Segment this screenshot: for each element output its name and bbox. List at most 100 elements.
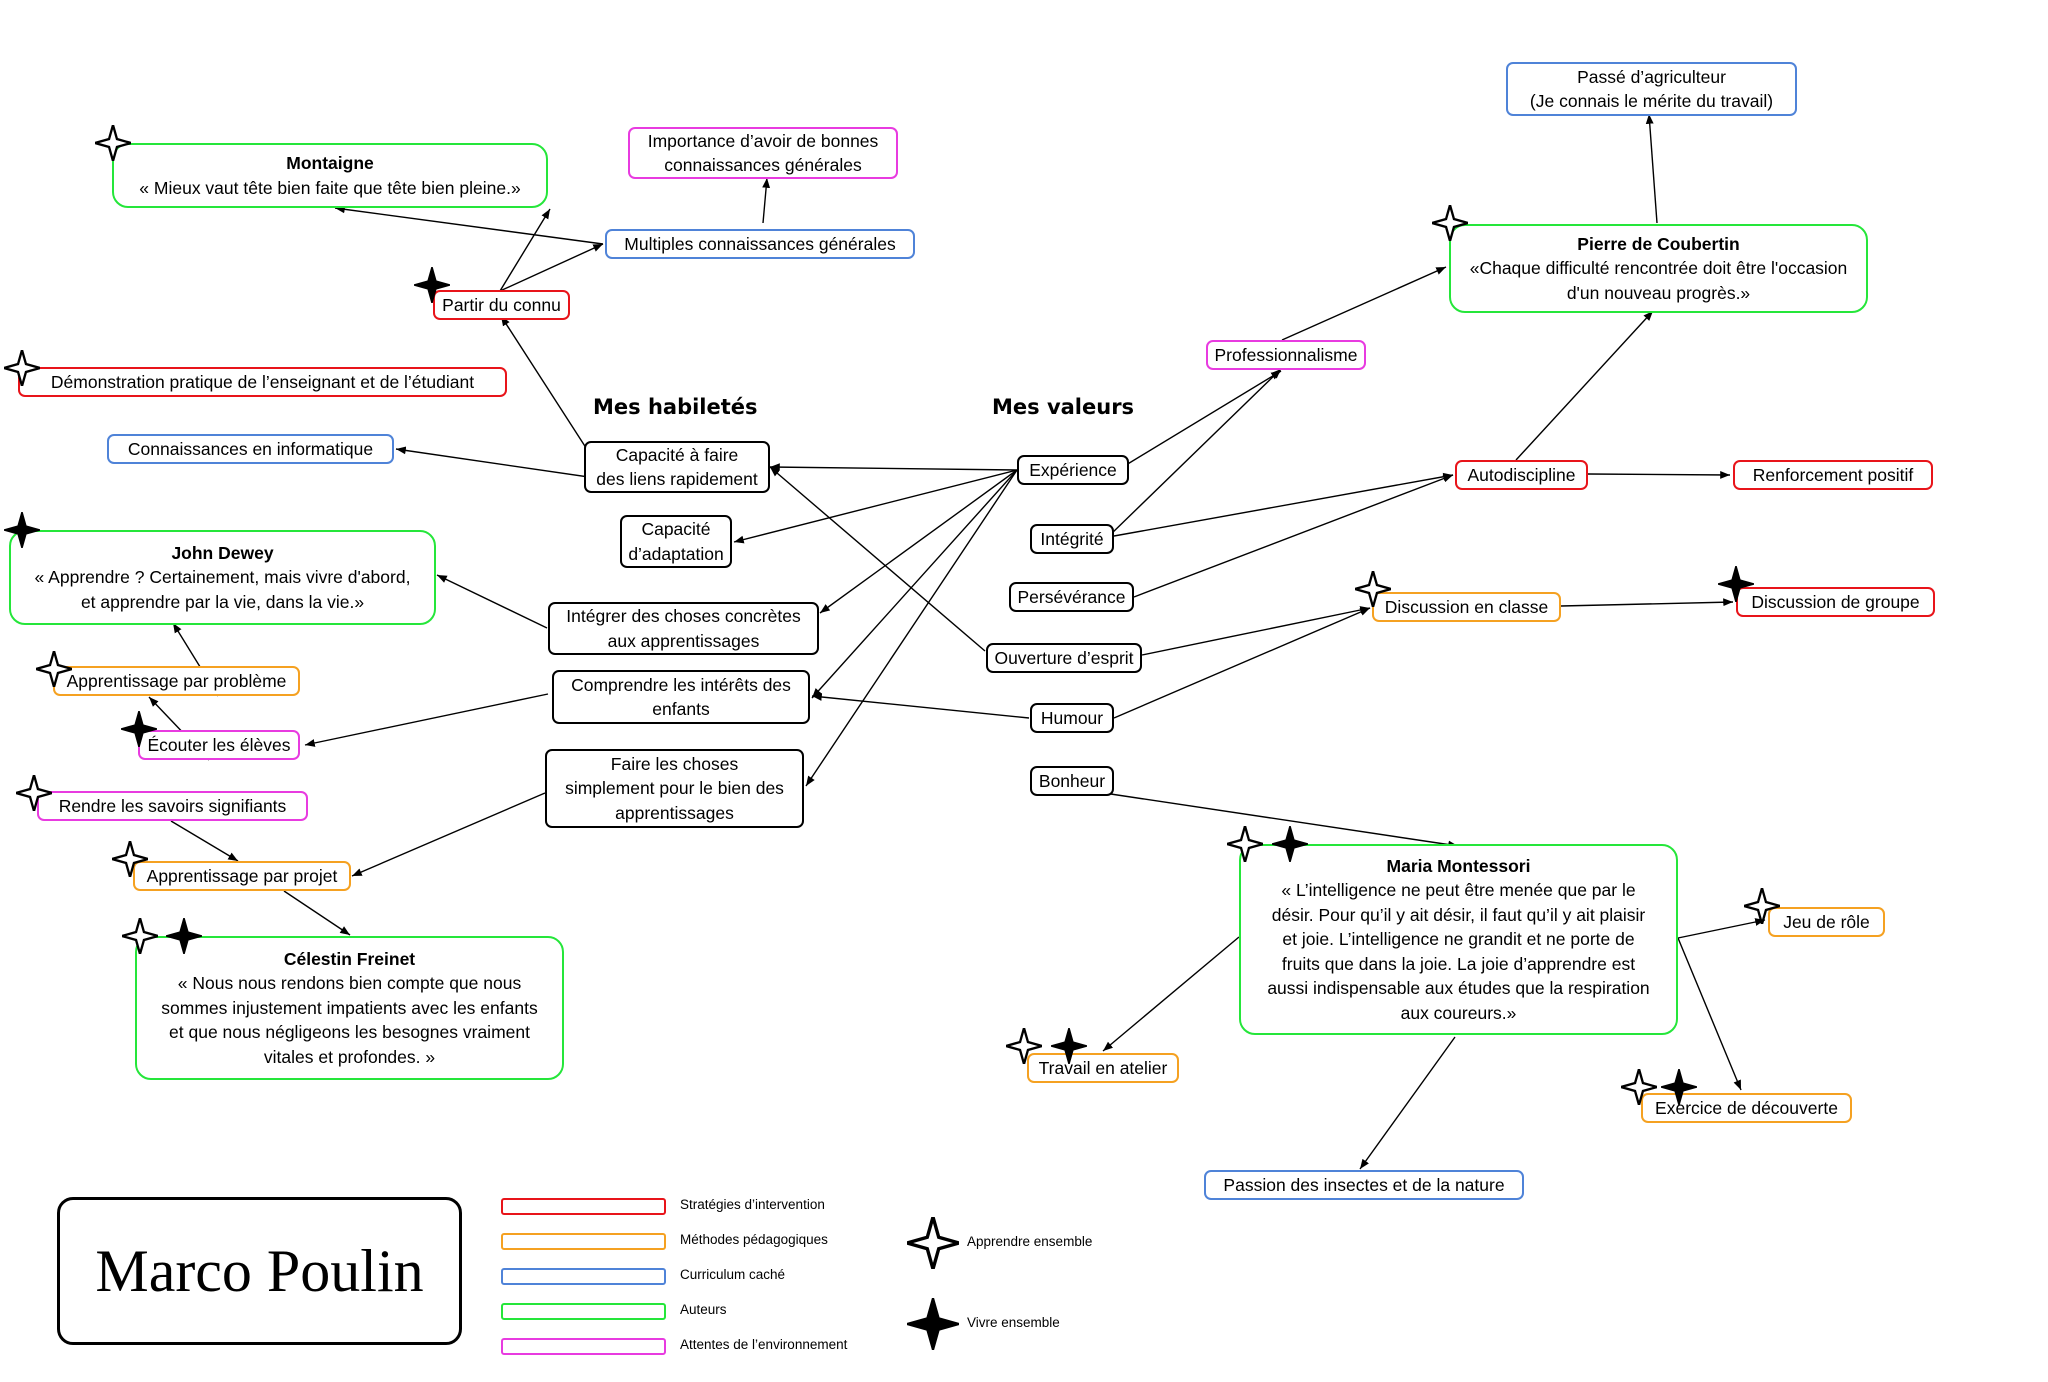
vivre-ensemble-star-icon xyxy=(166,918,202,954)
node-text-line: aussi indispensable aux études que la re… xyxy=(1267,978,1650,999)
node-text-line: Persévérance xyxy=(1017,586,1126,607)
node-text-line: « L’intelligence ne peut être menée que … xyxy=(1281,880,1636,901)
connector-arrow xyxy=(1125,370,1282,466)
legend-label: Auteurs xyxy=(680,1302,727,1317)
node-projet: Apprentissage par projet xyxy=(133,861,351,891)
node-montessori: Maria Montessori « L’intelligence ne peut… xyxy=(1239,844,1678,1035)
node-text-line: Capacité xyxy=(641,519,711,539)
apprendre-ensemble-star-icon xyxy=(1006,1028,1042,1064)
legend-swatch xyxy=(501,1303,666,1320)
node-text-line: Multiples connaissances générales xyxy=(624,233,896,254)
node-humour: Humour xyxy=(1030,703,1114,733)
node-dewey: John Dewey « Apprendre ? Certainement, ma… xyxy=(9,530,436,625)
legend-label: Curriculum caché xyxy=(680,1267,786,1282)
node-text-line: d’adaptation xyxy=(628,543,724,564)
apprendre-ensemble-star-icon xyxy=(95,125,131,161)
node-text-line: « Mieux vaut tête bien faite que tête bi… xyxy=(139,177,521,198)
connector-arrow xyxy=(1560,598,1734,607)
node-text-line: Autodiscipline xyxy=(1467,464,1576,485)
legend-white-star-icon xyxy=(907,1217,959,1269)
connector-arrow xyxy=(805,469,1018,787)
apprendre-ensemble-star-icon xyxy=(122,918,158,954)
node-text-line: Faire les choses xyxy=(610,753,739,774)
node-passe: Passé d’agriculteur (Je connais le mérite… xyxy=(1506,62,1797,116)
vivre-ensemble-star-icon xyxy=(1272,826,1308,862)
node-text-line: Professionnalisme xyxy=(1214,344,1358,365)
legend-symbol-label: Vivre ensemble xyxy=(967,1315,1060,1330)
apprendre-ensemble-star-icon xyxy=(1432,205,1468,241)
node-multiples: Multiples connaissances générales xyxy=(605,229,915,259)
connector-arrow xyxy=(283,890,351,936)
node-text-line: Discussion en classe xyxy=(1384,596,1549,617)
connector-arrow xyxy=(1103,792,1459,849)
node-title: John Dewey xyxy=(171,542,274,563)
apprendre-ensemble-star-icon xyxy=(16,775,52,811)
connector-arrow xyxy=(1677,918,1766,939)
node-text-line: d'un nouveau progrès.» xyxy=(1566,282,1751,303)
node-text-line: Rendre les savoirs signifiants xyxy=(58,795,287,816)
connector-arrow xyxy=(1645,113,1658,224)
node-text-line: « Nous nous rendons bien compte que nous xyxy=(177,973,522,994)
node-text-line: Intégrité xyxy=(1040,528,1104,549)
connector-arrow xyxy=(762,177,771,224)
legend-swatch xyxy=(501,1233,666,1250)
connector-arrow xyxy=(733,469,1018,544)
node-title: Maria Montessori xyxy=(1386,855,1531,876)
node-text-line: des liens rapidement xyxy=(596,469,758,489)
node-text-line: Partir du connu xyxy=(442,294,561,315)
node-atelier: Travail en atelier xyxy=(1027,1053,1179,1083)
node-montaigne: Montaigne « Mieux vaut tête bien faite qu… xyxy=(112,143,548,208)
node-text-line: Bonheur xyxy=(1038,770,1106,791)
connector-arrow xyxy=(1102,936,1240,1052)
node-text-line: vitales et profondes. » xyxy=(263,1046,436,1067)
node-text-line: Connaissances en informatique xyxy=(127,438,374,459)
node-text-line: sommes injustement impatients avec les e… xyxy=(161,997,538,1018)
vivre-ensemble-star-icon xyxy=(414,267,450,303)
legend-swatch xyxy=(501,1268,666,1285)
node-text-line: Passé d’agriculteur xyxy=(1577,66,1726,87)
node-text-line: apprentissages xyxy=(615,802,734,823)
connector-arrow xyxy=(811,693,1030,719)
node-title: Montaigne xyxy=(286,153,374,173)
node-freinet: Célestin Freinet« Nous nous rendons bien… xyxy=(135,936,564,1080)
node-text-line: « Apprendre ? Certainement, mais vivre d… xyxy=(34,567,411,588)
node-coubertin: Pierre de Coubertin«Chaque difficulté re… xyxy=(1449,224,1868,313)
node-text-line: enfants xyxy=(652,699,710,719)
node-discussion-groupe: Discussion de groupe xyxy=(1736,587,1935,617)
node-text-line: Jeu de rôle xyxy=(1783,911,1870,932)
connector-arrow xyxy=(1108,368,1282,537)
legend-label: Attentes de l’environnement xyxy=(680,1337,848,1352)
legend-swatch xyxy=(501,1198,666,1215)
apprendre-ensemble-star-icon xyxy=(1355,571,1391,607)
node-informatique: Connaissances en informatique xyxy=(107,434,394,464)
node-renforcement: Renforcement positif xyxy=(1733,460,1933,490)
node-text-line: Capacité à faire xyxy=(615,444,739,465)
connector-arrow xyxy=(1281,266,1447,341)
node-ouverture: Ouverture d’esprit xyxy=(986,643,1142,673)
apprendre-ensemble-star-icon xyxy=(1744,888,1780,924)
node-text-line: et joie. L’intelligence ne grandit et ne… xyxy=(1282,929,1635,950)
connector-arrow xyxy=(819,469,1018,614)
node-perseverance: Persévérance xyxy=(1009,582,1134,612)
connector-arrow xyxy=(304,693,549,747)
node-demonstration: Démonstration pratique de l’enseignant e… xyxy=(18,367,507,397)
vivre-ensemble-star-icon xyxy=(121,711,157,747)
node-text-line: (Je connais le mérite du travail) xyxy=(1529,91,1774,111)
connector-arrow xyxy=(811,469,1018,699)
heading-valeurs: Mes valeurs xyxy=(992,395,1135,419)
node-experience: Expérience xyxy=(1017,455,1129,485)
connector-arrow xyxy=(334,205,604,245)
connector-arrow xyxy=(351,792,546,877)
author-name-box: Marco Poulin xyxy=(57,1197,462,1345)
legend-label: Méthodes pédagogiques xyxy=(680,1232,828,1247)
node-text-line: Démonstration pratique de l’enseignant e… xyxy=(50,371,475,392)
apprendre-ensemble-star-icon xyxy=(4,350,40,386)
connector-arrow xyxy=(436,574,548,629)
node-text-line: aux apprentissages xyxy=(607,630,760,651)
node-text-line: Exercice de découverte xyxy=(1655,1097,1838,1118)
node-professionnalisme: Professionnalisme xyxy=(1206,340,1366,370)
